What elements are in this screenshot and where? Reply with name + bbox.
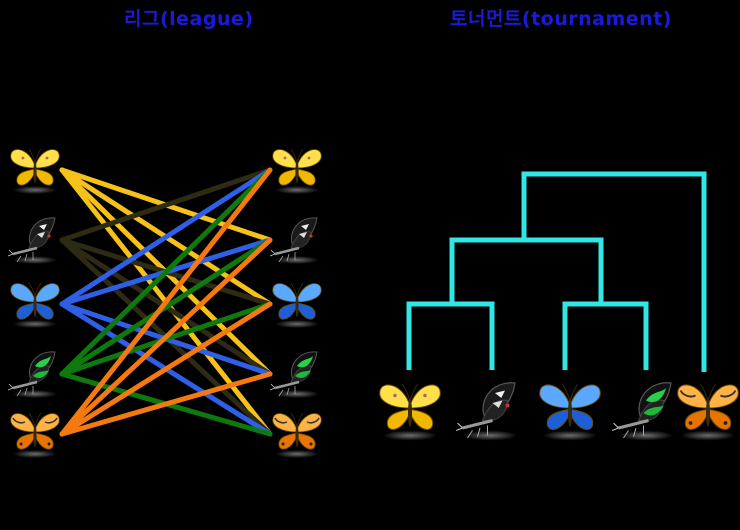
yellow-butterfly-icon — [272, 148, 322, 194]
bracket-line — [449, 237, 604, 304]
green-swallowtail-icon — [269, 351, 319, 398]
tournament-bracket — [406, 171, 707, 372]
league-match-line — [59, 237, 273, 437]
league-match-line — [59, 301, 273, 437]
tournament-title: 토너먼트(tournament) — [450, 8, 672, 30]
orange-butterfly-icon — [677, 383, 739, 441]
bracket-line — [562, 301, 649, 370]
black-swallowtail-icon — [269, 217, 319, 264]
yellow-butterfly-icon — [10, 148, 60, 194]
yellow-butterfly-icon — [379, 383, 441, 441]
league-match-lines — [59, 167, 273, 437]
bracket-line — [406, 301, 495, 370]
orange-butterfly-icon — [10, 412, 60, 458]
league-match-line — [59, 237, 273, 377]
bracket-line — [521, 171, 707, 372]
league-match-line — [59, 167, 273, 307]
league-match-line — [59, 167, 273, 437]
orange-butterfly-icon — [272, 412, 322, 458]
blue-butterfly-icon — [539, 383, 601, 441]
green-swallowtail-icon — [7, 351, 57, 398]
league-right-column — [269, 148, 322, 458]
league-match-line — [59, 167, 273, 243]
blue-butterfly-icon — [10, 282, 60, 328]
league-match-line — [59, 167, 273, 377]
league-left-column — [7, 148, 60, 458]
blue-butterfly-icon — [272, 282, 322, 328]
black-swallowtail-icon — [7, 217, 57, 264]
league-match-line — [59, 371, 273, 437]
black-swallowtail-icon — [456, 382, 518, 441]
tournament-players — [379, 382, 739, 441]
green-swallowtail-icon — [612, 382, 674, 441]
league-title: 리그(league) — [124, 8, 254, 30]
